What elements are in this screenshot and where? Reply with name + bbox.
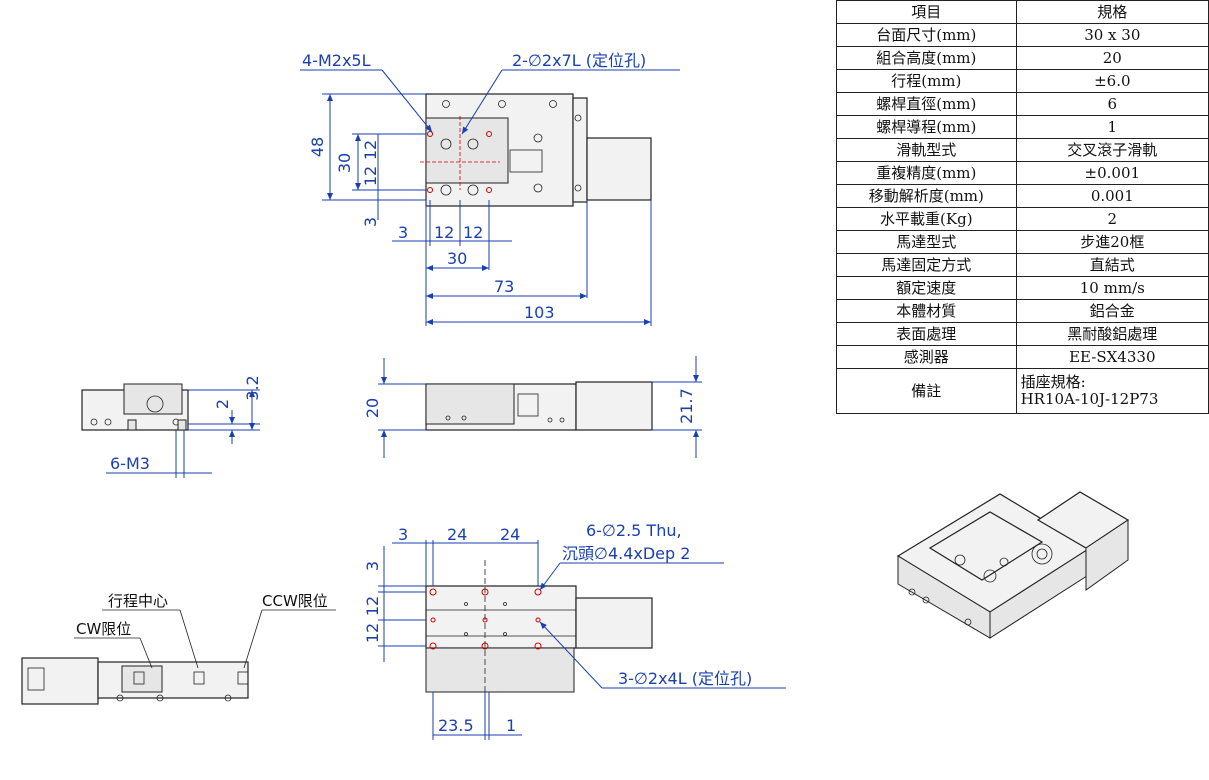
spec-item: 重複精度(mm) bbox=[836, 161, 1017, 185]
label-ccw-limit: CCW限位 bbox=[262, 592, 328, 610]
spec-value: EE-SX4330 bbox=[1015, 345, 1209, 369]
callout-pin-holes: 2-∅2x7L (定位孔) bbox=[512, 51, 646, 70]
spec-item: 馬達固定方式 bbox=[836, 253, 1017, 277]
dim-12-upper: 12 bbox=[361, 140, 380, 160]
limit-body bbox=[97, 661, 249, 699]
top-coupler bbox=[509, 149, 543, 173]
callout-thru-holes: 6-∅2.5 Thu, bbox=[586, 521, 682, 540]
top-holes bbox=[427, 100, 582, 196]
spec-row: 重複精度(mm)±0.001 bbox=[836, 161, 1209, 185]
spec-value: 交叉滾子滑軌 bbox=[1015, 138, 1209, 162]
bottom-dim-24-right: 24 bbox=[500, 525, 520, 544]
spec-note-value: 插座規格: HR10A-10J-12P73 bbox=[1015, 368, 1209, 414]
callout-counterbore: 沉頭∅4.4xDep 2 bbox=[562, 544, 690, 563]
spec-value: 10 mm/s bbox=[1015, 276, 1209, 300]
front-motor bbox=[575, 381, 653, 431]
dim-3-vertical: 3 bbox=[361, 217, 380, 227]
bottom-holes bbox=[429, 588, 542, 650]
spec-header-item: 項目 bbox=[836, 0, 1017, 24]
spec-table: 項目 規格 台面尺寸(mm)30 x 30 組合高度(mm)20 行程(mm)±… bbox=[836, 0, 1209, 414]
dim-21-7: 21.7 bbox=[677, 388, 696, 424]
bottom-dim-12-lower: 12 bbox=[363, 623, 382, 643]
bottom-dim-3-horizontal: 3 bbox=[398, 525, 408, 544]
dim-20: 20 bbox=[363, 398, 382, 418]
top-motor bbox=[586, 137, 652, 201]
spec-row: 移動解析度(mm)0.001 bbox=[836, 184, 1209, 208]
top-carriage bbox=[425, 117, 509, 184]
spec-row: 水平載重(Kg)2 bbox=[836, 207, 1209, 231]
spec-item: 移動解析度(mm) bbox=[836, 184, 1017, 208]
bottom-dim-24-left: 24 bbox=[447, 525, 467, 544]
spec-row: 本體材質鋁合金 bbox=[836, 299, 1209, 323]
spec-note-row: 備註 插座規格: HR10A-10J-12P73 bbox=[836, 368, 1209, 414]
bottom-body bbox=[425, 585, 577, 649]
spec-item: 表面處理 bbox=[836, 322, 1017, 346]
callout-4-m2x5l: 4-M2x5L bbox=[302, 51, 371, 70]
spec-note-line1: 插座規格: bbox=[1020, 373, 1086, 391]
isometric-view bbox=[896, 491, 1130, 639]
spec-row: 螺桿導程(mm)1 bbox=[836, 115, 1209, 139]
spec-item: 馬達型式 bbox=[836, 230, 1017, 254]
spec-note-item: 備註 bbox=[836, 368, 1017, 414]
limit-view: 行程中心 CW限位 CCW限位 bbox=[21, 592, 336, 705]
bottom-dim-3-vertical: 3 bbox=[363, 561, 382, 571]
dim-73: 73 bbox=[494, 277, 514, 296]
dim-3-horizontal: 3 bbox=[398, 223, 408, 242]
dim-103: 103 bbox=[524, 303, 555, 322]
front-carriage bbox=[425, 383, 515, 425]
spec-value: 30 x 30 bbox=[1015, 23, 1209, 47]
bottom-dim-1: 1 bbox=[506, 716, 516, 735]
spec-item: 螺桿直徑(mm) bbox=[836, 92, 1017, 116]
dim-48: 48 bbox=[308, 137, 327, 157]
spec-value: 6 bbox=[1015, 92, 1209, 116]
spec-row: 馬達型式步進20框 bbox=[836, 230, 1209, 254]
bottom-motor bbox=[575, 597, 653, 649]
spec-note-line2: HR10A-10J-12P73 bbox=[1020, 390, 1159, 408]
dim-30-vertical: 30 bbox=[335, 153, 354, 173]
dim-3-2: 3.2 bbox=[243, 375, 262, 400]
spec-row: 組合高度(mm)20 bbox=[836, 46, 1209, 70]
spec-value: ±6.0 bbox=[1015, 69, 1209, 93]
spec-header-row: 項目 規格 bbox=[836, 0, 1209, 24]
dim-12-left: 12 bbox=[434, 223, 454, 242]
bottom-dim-12-upper: 12 bbox=[363, 596, 382, 616]
dim-2: 2 bbox=[213, 399, 232, 409]
label-cw-limit: CW限位 bbox=[76, 620, 131, 638]
limit-motor bbox=[21, 657, 99, 705]
spec-row: 馬達固定方式直結式 bbox=[836, 253, 1209, 277]
dim-12-lower: 12 bbox=[361, 166, 380, 186]
spec-value: 鋁合金 bbox=[1015, 299, 1209, 323]
side-carriage bbox=[123, 383, 183, 415]
spec-value: 20 bbox=[1015, 46, 1209, 70]
spec-row: 螺桿直徑(mm)6 bbox=[836, 92, 1209, 116]
spec-value: 步進20框 bbox=[1015, 230, 1209, 254]
dim-30-horizontal: 30 bbox=[447, 249, 467, 268]
bottom-dim-23-5: 23.5 bbox=[438, 716, 474, 735]
spec-row: 台面尺寸(mm)30 x 30 bbox=[836, 23, 1209, 47]
side-view: 2 3.2 6-M3 bbox=[81, 375, 262, 478]
dim-12-right: 12 bbox=[463, 223, 483, 242]
spec-item: 行程(mm) bbox=[836, 69, 1017, 93]
spec-header-spec: 規格 bbox=[1015, 0, 1209, 24]
spec-row: 行程(mm)±6.0 bbox=[836, 69, 1209, 93]
front-view: 20 21.7 bbox=[363, 356, 702, 458]
label-stroke-center: 行程中心 bbox=[108, 592, 168, 610]
spec-item: 感測器 bbox=[836, 345, 1017, 369]
callout-pin-holes-bottom: 3-∅2x4L (定位孔) bbox=[618, 669, 752, 688]
bottom-view: 3 24 24 3 12 12 23.5 1 6-∅2.5 Thu, 沉頭∅4.… bbox=[363, 521, 786, 740]
bottom-carriage bbox=[425, 647, 575, 693]
callout-6-m3: 6-M3 bbox=[110, 454, 150, 473]
top-view: 48 30 12 12 3 3 12 12 30 73 103 4-M2x5L … bbox=[300, 51, 680, 326]
